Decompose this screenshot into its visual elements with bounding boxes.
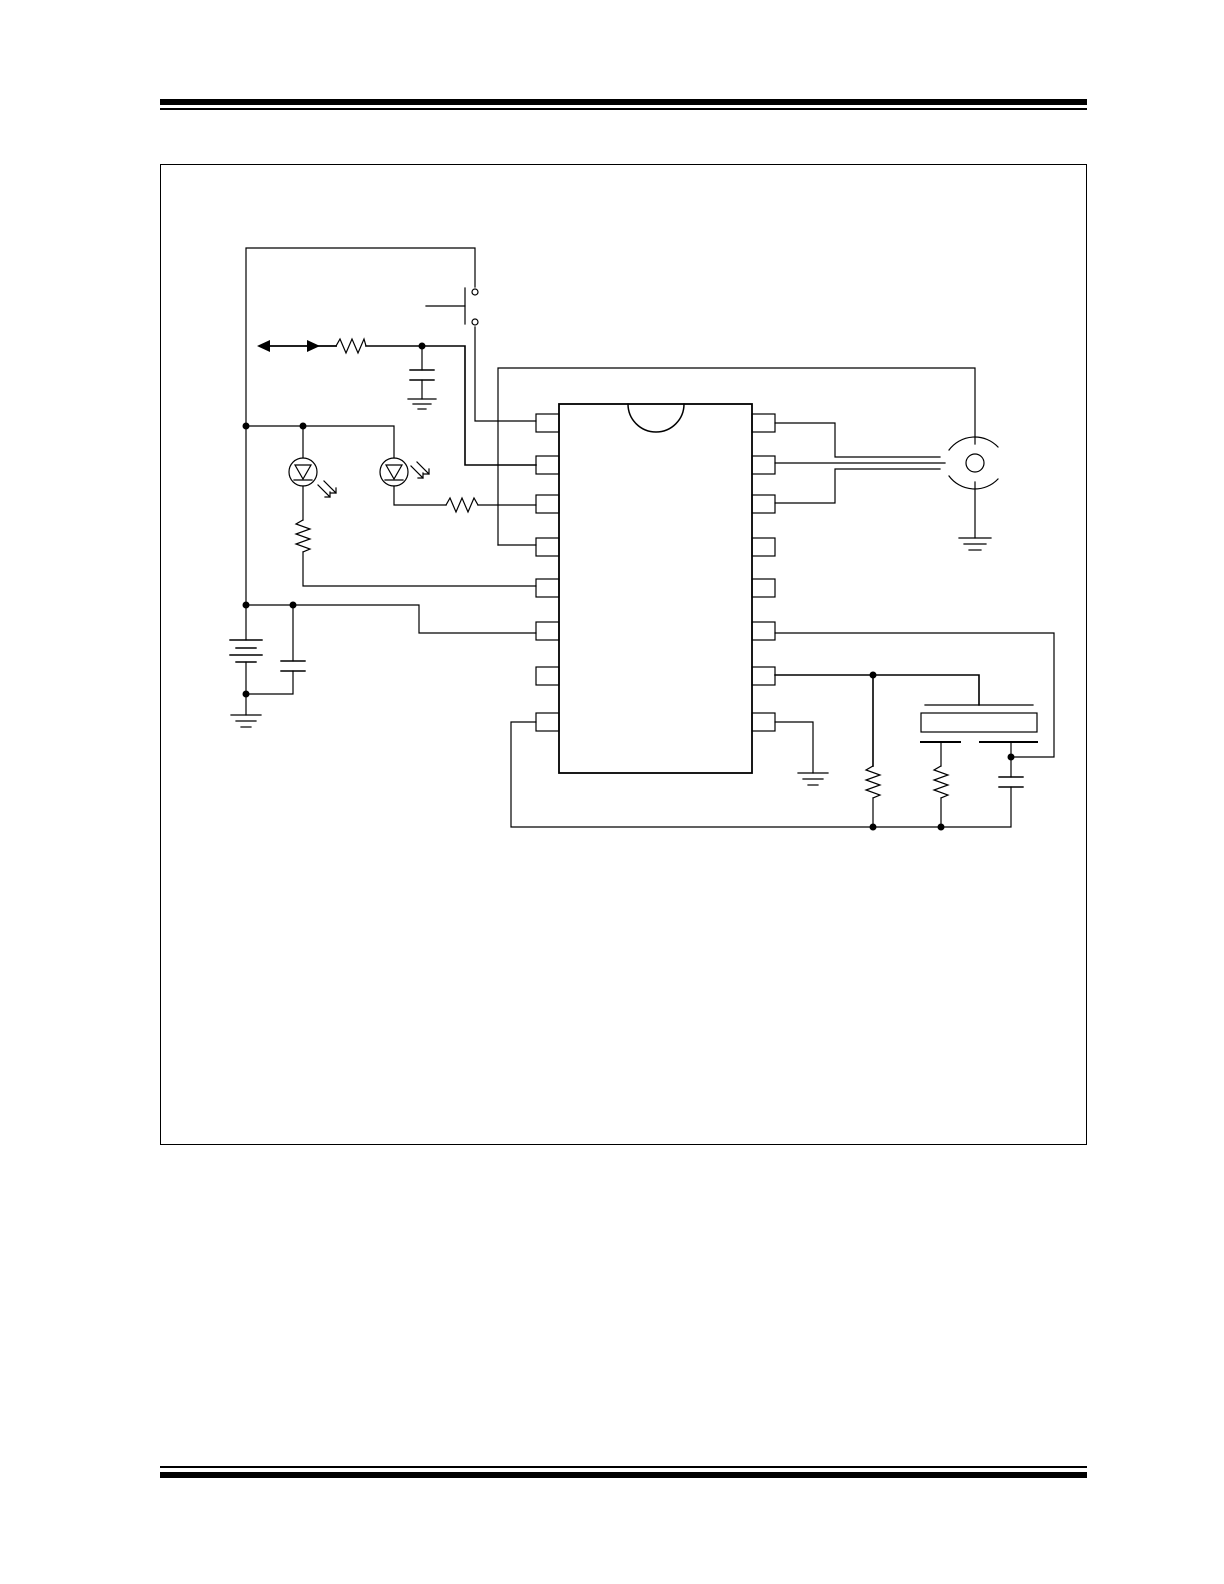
resistor-led1 <box>294 519 312 553</box>
resistor-right-1 <box>864 765 882 799</box>
ground-symbol-battery <box>230 714 262 728</box>
junction-dots <box>242 342 1015 831</box>
resistor-right-2 <box>932 765 950 799</box>
jack-connector <box>948 436 999 490</box>
capacitor-supply <box>280 660 306 672</box>
header-rule-thin <box>160 108 1087 110</box>
led-2 <box>379 457 430 487</box>
footer-rule-thin <box>160 1466 1087 1468</box>
ic-left-pins <box>535 413 560 732</box>
push-button-switch <box>425 287 479 326</box>
ground-symbol-ic <box>797 772 829 786</box>
figure-frame <box>160 164 1087 1145</box>
resistor-series-rc <box>335 337 367 355</box>
ground-symbol-rc <box>407 398 437 410</box>
led-1 <box>288 457 337 498</box>
ic-right-pins <box>751 413 776 732</box>
capacitor-right <box>998 776 1024 788</box>
footer-rule-thick <box>160 1472 1087 1478</box>
capacitor-rc <box>409 369 435 381</box>
bidirectional-arrow <box>257 340 320 352</box>
ic-package <box>558 403 753 774</box>
ground-symbol-jack <box>958 537 992 551</box>
resistor-led2 <box>445 496 479 514</box>
piezo-horn <box>920 704 1038 743</box>
wires <box>245 247 1055 828</box>
battery <box>229 639 263 663</box>
header-rule-thick <box>160 99 1087 105</box>
